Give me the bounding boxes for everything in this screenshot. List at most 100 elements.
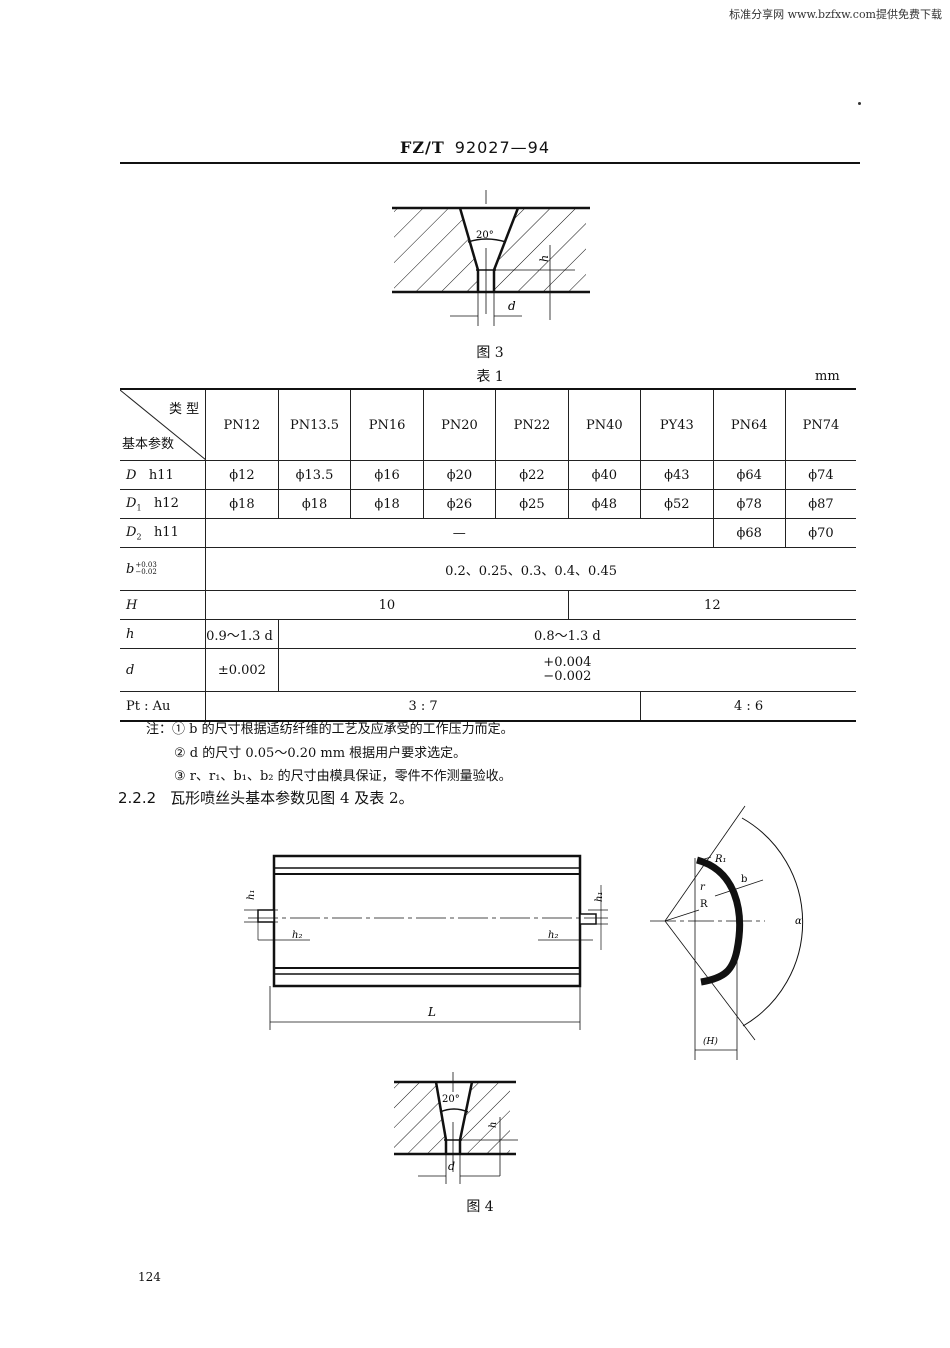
- row-label: D1 h12: [120, 489, 207, 519]
- table-1-caption: 表 1: [476, 369, 504, 385]
- h-dimension-label: h: [538, 255, 551, 262]
- table-cell: ϕ13.5: [277, 460, 352, 490]
- table-cell: ϕ18: [205, 489, 279, 519]
- table-1: 类 型 基本参数 PN12 PN13.5 PN16 PN20 PN22 PN40…: [120, 388, 856, 722]
- figure-4-side-view: h₁ h₂ h₁ h₂ L: [244, 854, 608, 1030]
- table-cell-span: 3 : 7: [205, 691, 642, 722]
- angle-label: 20°: [442, 1094, 460, 1105]
- note-1: 注：① b 的尺寸根据适纺纤维的工艺及应承受的工作压力而定。: [146, 722, 514, 737]
- table-cell-span: —: [205, 518, 714, 548]
- table-row-b: b+0.03−0.02 0.2、0.25、0.3、0.4、0.45: [120, 547, 856, 591]
- corner-type-label: 类 型: [168, 402, 200, 417]
- table-row-d: d ±0.002 +0.004 −0.002: [120, 648, 856, 692]
- standard-header: FZ/T 92027—94: [0, 138, 950, 157]
- table-row-D1: D1 h12 ϕ18 ϕ18 ϕ18 ϕ26 ϕ25 ϕ48 ϕ52 ϕ78 ϕ…: [120, 489, 856, 519]
- figure-4-hole-detail: 20° h d: [394, 1072, 518, 1184]
- column-header: PN64: [712, 388, 786, 461]
- table-cell-span: 0.2、0.25、0.3、0.4、0.45: [205, 547, 856, 591]
- row-label: d: [120, 648, 207, 692]
- row-label: H: [120, 590, 207, 620]
- table-cell: ϕ12: [205, 460, 279, 490]
- d-dimension-label: d: [448, 1160, 455, 1173]
- h2-label-left: h₂: [292, 930, 302, 941]
- figure-4-caption: 图 4: [466, 1199, 494, 1215]
- d-dimension-label: d: [508, 299, 516, 313]
- table-header-row: 类 型 基本参数 PN12 PN13.5 PN16 PN20 PN22 PN40…: [120, 388, 856, 461]
- table-cell: ϕ40: [567, 460, 642, 490]
- table-row-D: D h11 ϕ12 ϕ13.5 ϕ16 ϕ20 ϕ22 ϕ40 ϕ43 ϕ64 …: [120, 460, 856, 490]
- angle-label: 20°: [476, 230, 494, 241]
- table-cell: ϕ64: [712, 460, 786, 490]
- table-cell: ϕ22: [495, 460, 569, 490]
- column-header: PN12: [205, 388, 279, 461]
- column-header: PY43: [640, 388, 714, 461]
- table-cell: ϕ26: [422, 489, 497, 519]
- section-text: 瓦形喷丝头基本参数见图 4 及表 2。: [170, 789, 414, 807]
- table-cell: ϕ74: [784, 460, 856, 490]
- column-header: PN16: [350, 388, 424, 461]
- table-cell: ϕ25: [495, 489, 569, 519]
- table-cell-span: 4 : 6: [640, 691, 856, 722]
- scan-speck: [858, 102, 861, 105]
- table-cell: ϕ43: [640, 460, 714, 490]
- row-label: Pt : Au: [120, 691, 207, 722]
- table-cell: ϕ20: [422, 460, 497, 490]
- corner-param-label: 基本参数: [122, 437, 175, 452]
- table-unit: mm: [815, 369, 840, 384]
- section-heading: 2.2.2 瓦形喷丝头基本参数见图 4 及表 2。: [118, 787, 414, 808]
- row-label: D h11: [120, 460, 207, 490]
- table-row-H: H 10 12: [120, 590, 856, 620]
- figure-3-caption: 图 3: [476, 345, 504, 361]
- standard-number: 92027—94: [454, 138, 551, 157]
- table-cell: ϕ18: [350, 489, 424, 519]
- table-cell: 0.9～1.3 d: [205, 619, 279, 649]
- H-dimension-label: (H): [703, 1036, 718, 1047]
- table-row-ptau: Pt : Au 3 : 7 4 : 6: [120, 691, 856, 722]
- figure-4-arc-section: R₁ r R b α (H): [650, 805, 804, 1060]
- section-number: 2.2.2: [118, 789, 157, 807]
- note-3: ③ r、r₁、b₁、b₂ 的尺寸由模具保证，零件不作测量验收。: [174, 769, 512, 784]
- table-cell-span: 10: [205, 590, 569, 620]
- table-cell: ϕ48: [567, 489, 642, 519]
- tolerance-plus: +0.004: [543, 655, 592, 670]
- row-label: h: [120, 619, 207, 649]
- table-cell: ϕ87: [784, 489, 856, 519]
- b-label: b: [741, 874, 747, 885]
- column-header: PN22: [495, 388, 569, 461]
- table-cell: ϕ16: [350, 460, 424, 490]
- table-cell: ϕ18: [277, 489, 352, 519]
- r-label: r: [700, 882, 706, 893]
- column-header: PN20: [422, 388, 497, 461]
- column-header: PN40: [567, 388, 642, 461]
- L-dimension-label: L: [427, 1005, 436, 1019]
- h1-label-left: h₁: [246, 890, 257, 900]
- table-row-D2: D2 h11 — ϕ68 ϕ70: [120, 518, 856, 548]
- h2-label-right: h₂: [548, 930, 558, 941]
- h-dimension-label: h: [488, 1122, 499, 1128]
- table-row-h: h 0.9～1.3 d 0.8～1.3 d: [120, 619, 856, 649]
- h1-label-right: h₁: [594, 892, 605, 902]
- table-cell: ϕ68: [712, 518, 786, 548]
- standard-prefix: FZ/T: [399, 138, 445, 157]
- R-label: R: [700, 899, 708, 910]
- tolerance-minus: −0.002: [543, 669, 592, 684]
- table-cell: ϕ52: [640, 489, 714, 519]
- row-label: b+0.03−0.02: [120, 547, 207, 591]
- table-cell-span: +0.004 −0.002: [277, 648, 856, 692]
- watermark-text: 标准分享网 www.bzfxw.com提供免费下载: [729, 8, 942, 21]
- table-cell: ϕ70: [784, 518, 856, 548]
- table-cell-span: 0.8～1.3 d: [277, 619, 856, 649]
- column-header: PN13.5: [277, 388, 352, 461]
- table-cell: ϕ78: [712, 489, 786, 519]
- header-rule: [120, 162, 860, 164]
- figure-3-nozzle-section: 20° h d: [392, 190, 590, 326]
- row-label: D2 h11: [120, 518, 207, 548]
- corner-header: 类 型 基本参数: [120, 388, 207, 461]
- table-cell-span: 12: [567, 590, 856, 620]
- alpha-label: α: [795, 916, 802, 927]
- table-cell: ±0.002: [205, 648, 279, 692]
- R1-label: R₁: [714, 854, 727, 865]
- note-2: ② d 的尺寸 0.05～0.20 mm 根据用户要求选定。: [174, 746, 467, 761]
- page-number: 124: [138, 1270, 161, 1284]
- column-header: PN74: [784, 388, 856, 461]
